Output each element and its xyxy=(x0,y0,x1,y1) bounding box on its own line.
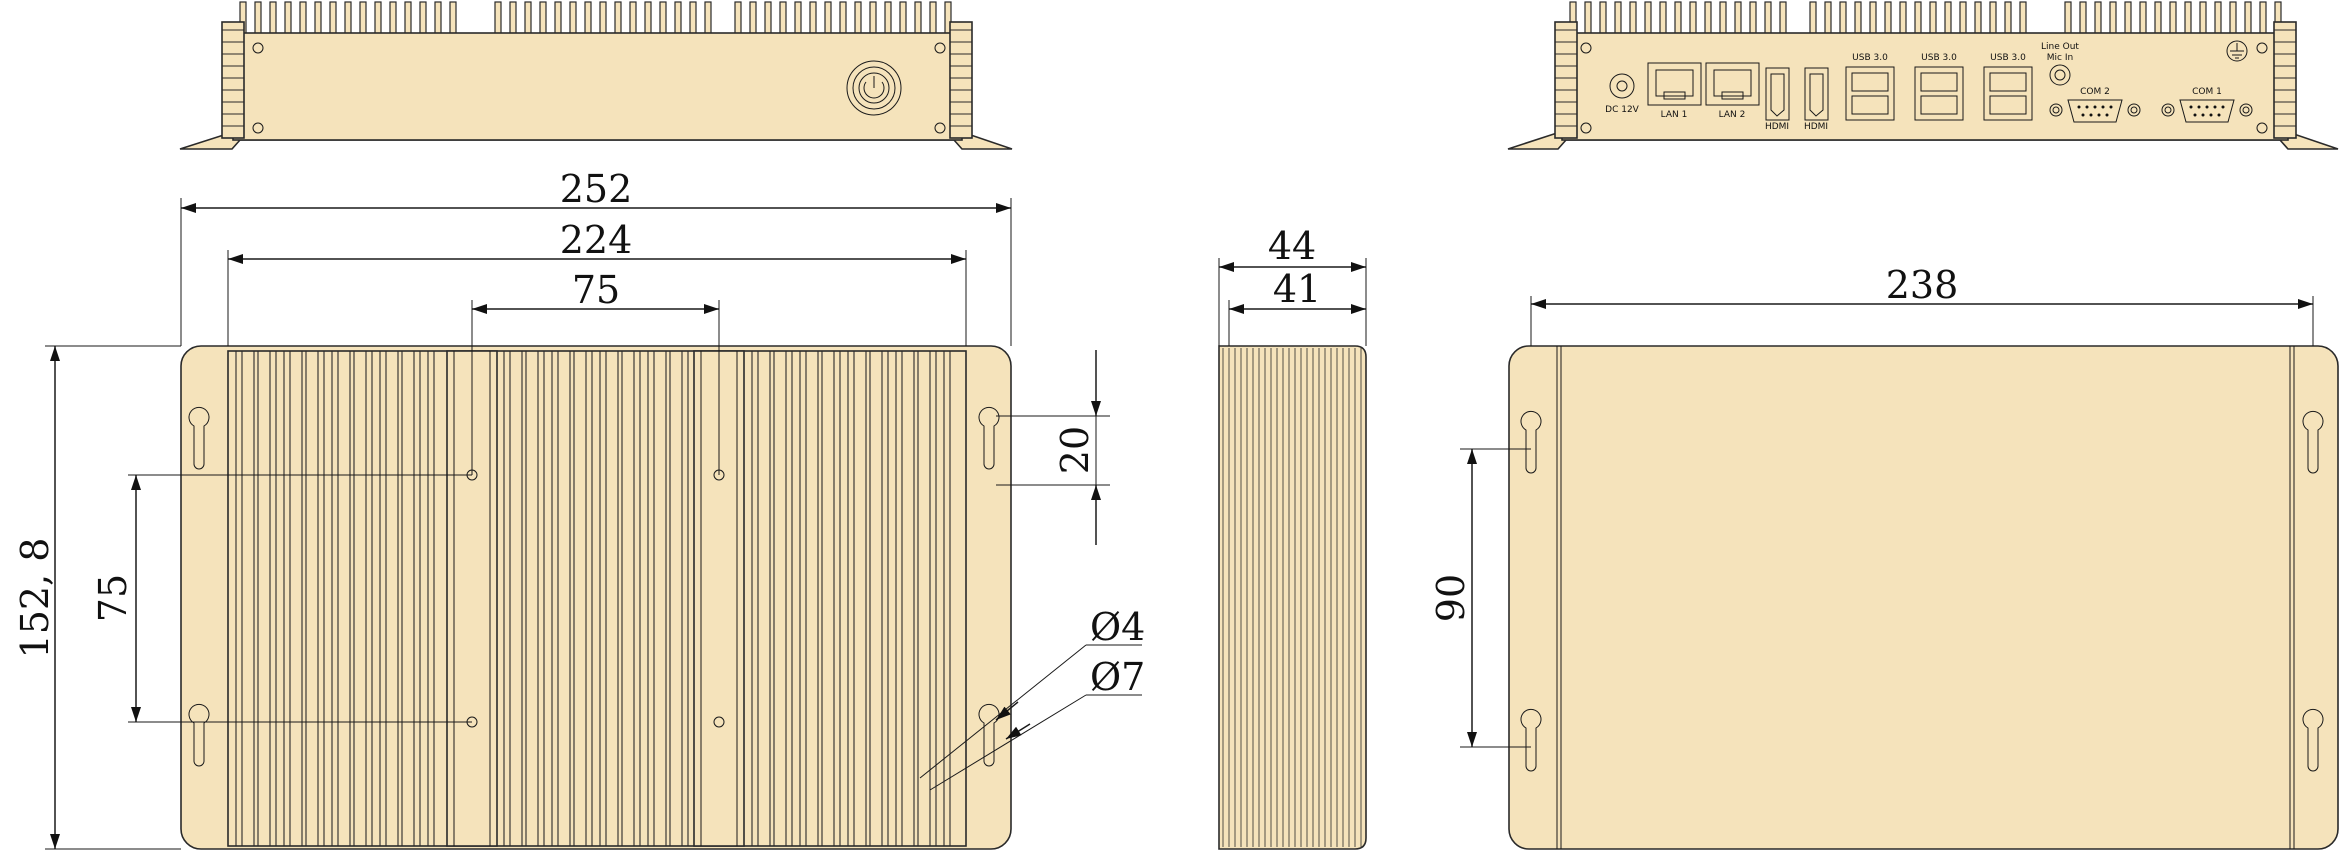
rear-heatsink-fins xyxy=(1569,1,2282,37)
hdmi-port-1[interactable] xyxy=(1765,67,1790,121)
power-button-icon[interactable] xyxy=(846,60,902,116)
com-port-1[interactable] xyxy=(2161,99,2253,123)
side-view-fins xyxy=(1222,348,1362,847)
dim-overall-width: 252 xyxy=(560,167,633,211)
usb2-label: USB 3.0 xyxy=(1921,53,1957,63)
dim-overall-height: 152, 8 xyxy=(13,538,57,659)
top-view-fins xyxy=(235,351,951,846)
com-port-2[interactable] xyxy=(2049,99,2141,123)
hdmi-port-2[interactable] xyxy=(1804,67,1829,121)
side-view: 44 41 xyxy=(1218,224,1367,850)
front-side-ridges-right xyxy=(949,21,973,139)
front-panel xyxy=(232,32,963,141)
usb-port-group-3[interactable] xyxy=(1983,66,2033,121)
keyhole-slot xyxy=(978,406,1000,470)
rear-screw xyxy=(1580,42,1592,54)
bottom-view-outline xyxy=(1508,345,2339,850)
leader-phi7 xyxy=(929,694,1087,791)
dim-hole-large: Ø7 xyxy=(1090,655,1145,699)
dim-hole-spacing-h: 75 xyxy=(572,268,620,312)
com1-label: COM 1 xyxy=(2192,87,2222,97)
lan-port-1[interactable] xyxy=(1647,62,1702,106)
dim-fin-width: 224 xyxy=(560,218,633,262)
mounting-hole xyxy=(713,716,725,728)
rear-view: DC 12V LAN 1 LAN 2 HDMI HDMI xyxy=(1507,1,2339,150)
rear-panel xyxy=(1561,32,2289,141)
dim-hole-small: Ø4 xyxy=(1090,605,1145,649)
keyhole-slot xyxy=(188,406,210,470)
ground-icon xyxy=(2226,40,2248,62)
bottom-view: 238 90 xyxy=(1429,263,2339,850)
lan1-label: LAN 1 xyxy=(1661,110,1688,120)
mic-in-label: Mic In xyxy=(2047,53,2073,63)
keyhole-slot xyxy=(188,703,210,767)
dc-label: DC 12V xyxy=(1605,105,1640,115)
rear-screw xyxy=(2256,42,2268,54)
lan-port-2[interactable] xyxy=(1705,62,1760,106)
front-side-ridges-left xyxy=(221,21,245,139)
front-screw xyxy=(252,42,264,54)
dim-side-outer: 44 xyxy=(1268,224,1316,268)
keyhole-slot xyxy=(1520,708,1542,772)
lan2-label: LAN 2 xyxy=(1719,110,1746,120)
front-screw xyxy=(934,122,946,134)
line-out-label: Line Out xyxy=(2041,42,2079,52)
top-view: 252 224 75 75 152, 8 20 Ø xyxy=(13,167,1145,850)
usb-port-group-1[interactable] xyxy=(1845,66,1895,121)
usb1-label: USB 3.0 xyxy=(1852,53,1888,63)
dim-bottom-hole-spacing: 90 xyxy=(1429,574,1473,622)
hdmi1-label: HDMI xyxy=(1765,122,1789,132)
top-view-fin-region xyxy=(227,350,967,847)
hdmi2-label: HDMI xyxy=(1804,122,1828,132)
rear-screw xyxy=(1580,122,1592,134)
usb3-label: USB 3.0 xyxy=(1990,53,2026,63)
dim-slot-length: 20 xyxy=(1053,426,1097,474)
keyhole-slot xyxy=(2302,708,2324,772)
rear-side-ridges-left xyxy=(1554,21,1578,139)
dim-hole-spacing-v: 75 xyxy=(91,574,135,622)
side-view-outline xyxy=(1218,345,1367,850)
rear-side-ridges-right xyxy=(2273,21,2297,139)
keyhole-slot xyxy=(1520,410,1542,474)
usb-port-group-2[interactable] xyxy=(1914,66,1964,121)
rear-screw xyxy=(2256,122,2268,134)
front-screw xyxy=(934,42,946,54)
front-heatsink-fins xyxy=(239,1,952,37)
com2-label: COM 2 xyxy=(2080,87,2110,97)
dc-power-jack[interactable] xyxy=(1609,73,1635,99)
dim-bottom-width: 238 xyxy=(1886,263,1959,307)
keyhole-slot xyxy=(2302,410,2324,474)
dim-side-inner: 41 xyxy=(1273,267,1321,311)
front-screw xyxy=(252,122,264,134)
front-view xyxy=(179,1,1013,150)
audio-jack[interactable] xyxy=(2049,64,2071,86)
